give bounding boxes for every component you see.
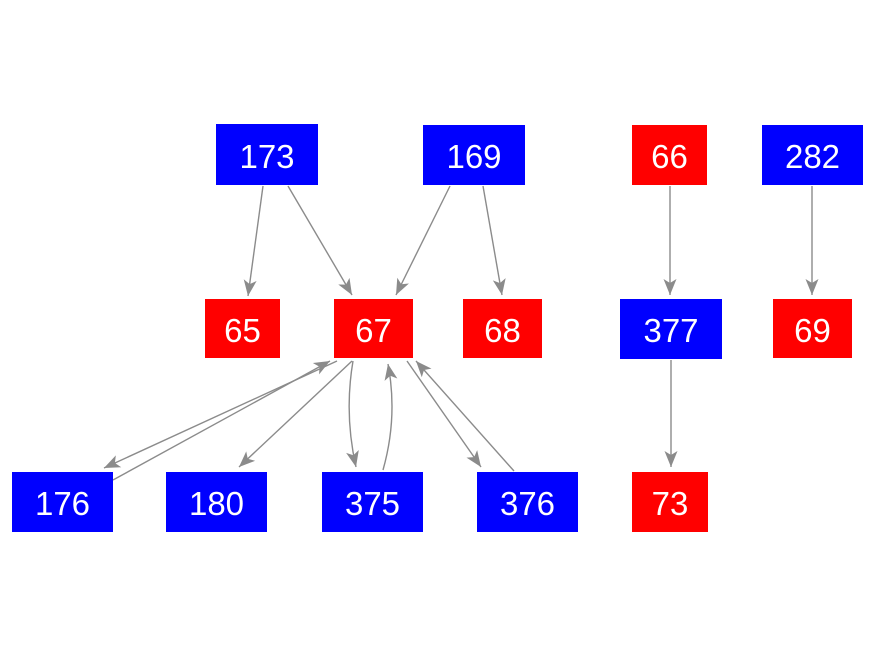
edge-173-to-67 xyxy=(287,185,353,296)
node-180: 180 xyxy=(166,472,267,532)
node-375: 375 xyxy=(322,472,423,532)
node-376: 376 xyxy=(477,472,578,532)
edge-169-to-67 xyxy=(395,185,451,296)
node-73: 73 xyxy=(632,472,708,532)
node-label: 65 xyxy=(224,311,261,349)
node-label: 375 xyxy=(344,485,401,522)
node-label: 67 xyxy=(355,311,392,349)
node-label: 176 xyxy=(34,485,91,522)
node-label: 73 xyxy=(651,485,689,522)
node-377: 377 xyxy=(620,299,722,359)
node-67: 67 xyxy=(334,299,413,358)
node-label: 282 xyxy=(784,138,841,175)
node-66: 66 xyxy=(632,125,707,185)
node-68: 68 xyxy=(463,299,542,358)
edge-67-to-176 xyxy=(103,360,338,469)
edge-67-to-375 xyxy=(346,360,359,468)
node-176: 176 xyxy=(12,472,113,532)
edge-67-to-180 xyxy=(238,360,353,468)
node-label: 180 xyxy=(188,485,245,522)
node-label: 169 xyxy=(446,138,502,175)
edge-173-to-65 xyxy=(243,185,264,297)
node-label: 69 xyxy=(794,311,831,349)
edge-176-to-67 xyxy=(112,360,331,481)
node-173: 173 xyxy=(216,124,318,185)
edge-375-to-67 xyxy=(382,363,398,471)
node-label: 68 xyxy=(484,311,521,349)
edge-67-to-376 xyxy=(406,360,482,468)
node-169: 169 xyxy=(423,125,525,185)
node-label: 376 xyxy=(499,485,556,522)
node-label: 377 xyxy=(643,312,699,349)
node-65: 65 xyxy=(205,299,280,358)
node-69: 69 xyxy=(773,299,852,358)
edge-376-to-67 xyxy=(415,360,515,472)
node-label: 173 xyxy=(239,137,295,175)
node-label: 66 xyxy=(651,138,688,175)
edge-169-to-68 xyxy=(482,185,506,296)
node-282: 282 xyxy=(762,125,863,185)
